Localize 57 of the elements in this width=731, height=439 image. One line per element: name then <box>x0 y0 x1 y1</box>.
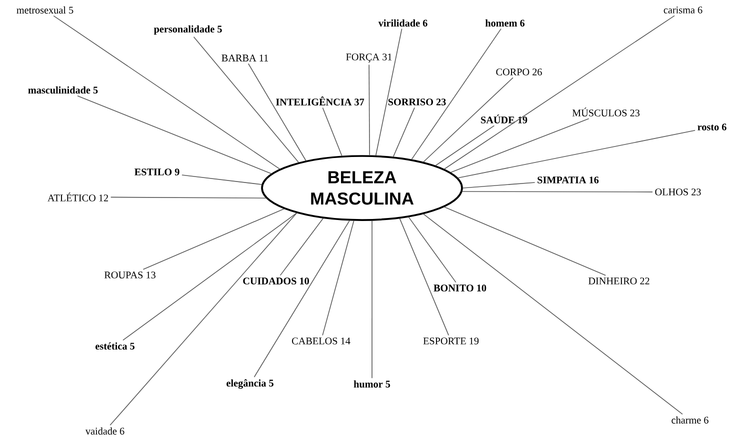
word-label: ESPORTE 19 <box>423 338 479 344</box>
connector-line <box>458 130 696 178</box>
connector-line <box>110 212 298 426</box>
connector-line <box>408 216 456 283</box>
connector-line <box>77 95 272 174</box>
connector-line <box>53 15 280 170</box>
word-label: DINHEIRO 22 <box>588 278 650 284</box>
connector-line <box>444 15 675 170</box>
word-label: personalidade 5 <box>154 25 222 35</box>
connector-line <box>462 182 536 188</box>
word-label: carisma 6 <box>664 6 702 14</box>
word-label: virilidade 6 <box>378 19 428 27</box>
word-label: BARBA 11 <box>222 54 268 62</box>
connector-line <box>322 107 342 156</box>
connector-line <box>193 36 299 163</box>
word-label: OLHOS 23 <box>655 188 701 196</box>
word-label: CORPO 26 <box>496 68 542 76</box>
word-label: SIMPATIA 16 <box>538 176 599 184</box>
word-label: vaidade 6 <box>85 427 124 435</box>
connector-line <box>368 64 370 156</box>
word-label: CUIDADOS 10 <box>243 278 309 284</box>
word-label: FORÇA 31 <box>346 54 392 62</box>
connector-line <box>322 220 354 336</box>
connector-line <box>450 118 590 173</box>
word-label: ATLÉTICO 12 <box>48 192 108 202</box>
connector-line <box>375 28 402 156</box>
word-label: MÚSCULOS 23 <box>572 108 640 116</box>
connector-line <box>280 218 324 276</box>
connector-line <box>392 107 415 158</box>
word-label: elegância 5 <box>226 379 274 389</box>
connector-line <box>423 214 683 415</box>
word-label: homem 6 <box>485 19 525 27</box>
connector-line <box>110 196 266 198</box>
word-label: estética 5 <box>96 342 134 350</box>
word-label: ESTILO 9 <box>134 168 180 176</box>
connector-line <box>411 28 502 160</box>
word-label: ROUPAS 13 <box>104 272 156 278</box>
word-label: humor 5 <box>354 380 390 388</box>
word-label: CABELOS 14 <box>292 338 350 344</box>
word-label: metrosexual 5 <box>16 6 74 14</box>
connector-line <box>399 218 450 336</box>
connector-line <box>254 220 350 378</box>
connector-line <box>122 212 298 341</box>
connector-line <box>462 191 653 192</box>
word-label: SORRISO 23 <box>388 98 446 106</box>
connector-line <box>423 77 514 162</box>
connector-line <box>182 174 262 185</box>
word-label: masculinidade 5 <box>28 86 98 94</box>
word-label: BONITO 10 <box>434 284 486 292</box>
connector-line <box>248 63 306 162</box>
connector-line <box>142 208 284 270</box>
word-label: rosto 6 <box>698 124 726 130</box>
word-label: charme 6 <box>672 416 708 424</box>
word-label: INTELIGÊNCIA 37 <box>276 96 364 106</box>
word-label: SAÚDE 19 <box>481 114 528 124</box>
connector-line <box>435 125 495 166</box>
connector-line <box>444 206 606 276</box>
